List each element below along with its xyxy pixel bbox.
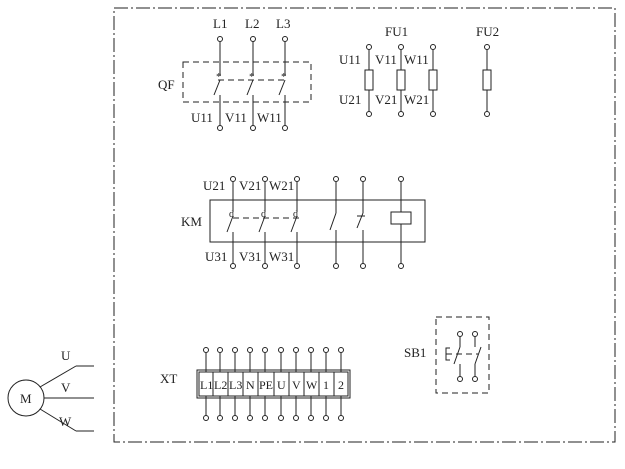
motor-lead-u [39, 365, 77, 388]
qf-output-label-2: V11 [225, 110, 247, 125]
contactor-km: KM U21 V21 W21 U31 V31 W31 d d d [181, 176, 426, 269]
qf-output-label-1: U11 [191, 110, 213, 125]
xt-terminal-labels: L1 L2 L3 N PE U V W 1 2 [200, 378, 344, 392]
qf-line-label-3: L3 [276, 16, 290, 31]
km-output-label-3: W31 [269, 249, 294, 264]
motor-label: M [20, 391, 32, 406]
fu1-output-label-1: U21 [339, 92, 361, 107]
km-output-label-1: U31 [205, 249, 227, 264]
xt-terminal-V: V [292, 378, 301, 392]
km-input-label-1: U21 [203, 178, 225, 193]
motor: M U V W [7, 348, 94, 432]
xt-terminal-wires [203, 347, 344, 421]
svg-text:d: d [261, 209, 266, 220]
qf-output-label-3: W11 [257, 110, 282, 125]
xt-label: XT [160, 371, 177, 386]
svg-text:*: * [281, 71, 287, 83]
xt-terminal-L2: L2 [214, 378, 227, 392]
motor-phase-v: V [61, 380, 71, 395]
pushbutton-sb1: SB1 [404, 316, 490, 394]
qf-label: QF [158, 77, 175, 92]
xt-terminal-2: 2 [338, 378, 344, 392]
svg-text:*: * [216, 71, 222, 83]
motor-lead-w [39, 408, 77, 432]
panel-enclosure [113, 7, 616, 443]
km-input-label-2: V21 [239, 178, 261, 193]
qf-contacts: * * * [213, 36, 288, 131]
xt-terminal-PE: PE [259, 378, 273, 392]
xt-terminal-N: N [246, 378, 255, 392]
xt-block-outline [196, 369, 351, 399]
qf-line-label-1: L1 [213, 16, 227, 31]
km-label: KM [181, 214, 202, 229]
fu1-input-label-3: W11 [404, 52, 429, 67]
km-box [209, 199, 426, 243]
terminal-block-xt: XT L1 L2 L3 [160, 347, 351, 421]
fu1-output-label-2: V21 [375, 92, 397, 107]
sb1-label: SB1 [404, 345, 426, 360]
xt-terminal-L3: L3 [229, 378, 242, 392]
qf-dashed-box [182, 61, 312, 103]
fu2-label: FU2 [476, 24, 499, 39]
xt-terminal-L1: L1 [200, 378, 213, 392]
fu1-elements [364, 44, 438, 117]
xt-terminal-1: 1 [323, 378, 329, 392]
fuses-fu1: FU1 U11 V11 W11 U21 V21 W21 [339, 24, 438, 117]
km-coil [390, 176, 412, 269]
svg-text:*: * [249, 71, 255, 83]
svg-text:d: d [293, 209, 298, 220]
xt-terminal-W: W [306, 378, 318, 392]
fu1-input-label-2: V11 [375, 52, 397, 67]
fu1-input-label-1: U11 [339, 52, 361, 67]
motor-phase-w: W [59, 414, 72, 429]
fu1-output-label-3: W21 [404, 92, 429, 107]
fu1-label: FU1 [385, 24, 408, 39]
xt-terminal-U: U [277, 378, 286, 392]
sb1-dashed-box [435, 316, 490, 394]
breaker-qf: QF L1 L2 L3 * * * [158, 16, 312, 131]
qf-line-label-2: L2 [245, 16, 259, 31]
svg-text:d: d [229, 209, 234, 220]
fuse-fu2: FU2 [476, 24, 499, 117]
km-main-contacts: d d d [226, 176, 300, 269]
km-output-label-2: V31 [239, 249, 261, 264]
xt-terminal-cells [198, 371, 349, 397]
motor-phase-u: U [61, 348, 71, 363]
km-aux-contacts [329, 176, 366, 269]
km-input-label-3: W21 [269, 178, 294, 193]
